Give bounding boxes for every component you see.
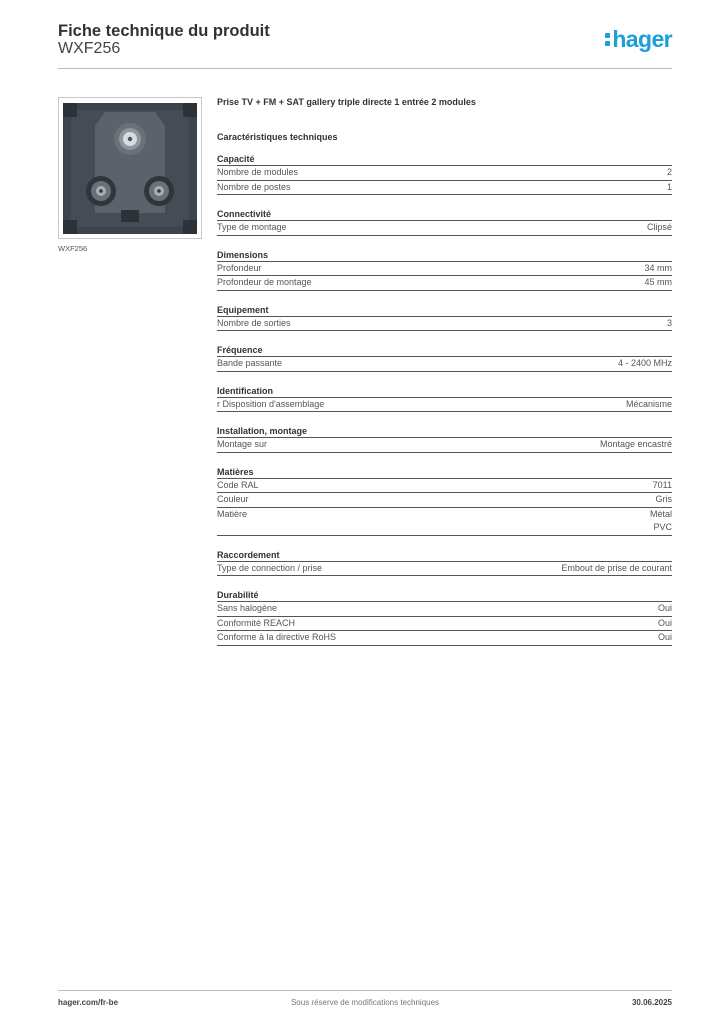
- spec-group-title: Raccordement: [217, 549, 672, 562]
- spec-value: 4 - 2400 MHz: [617, 358, 672, 368]
- spec-group-title: Equipement: [217, 304, 672, 317]
- spec-row: Profondeur de montage 45 mm: [217, 276, 672, 291]
- spec-row: Couleur Gris: [217, 493, 672, 508]
- spec-label: Sans halogène: [217, 603, 278, 613]
- spec-row: r Disposition d'assemblage Mécanisme: [217, 398, 672, 412]
- product-image: [58, 97, 202, 239]
- spec-label: Montage sur: [217, 439, 268, 449]
- logo-colon-icon: [605, 28, 611, 48]
- spec-row: Type de connection / prise Embout de pris…: [217, 562, 672, 576]
- spec-label: Couleur: [217, 494, 249, 504]
- spec-label: Nombre de modules: [217, 167, 299, 177]
- technical-spec: Prise TV + FM + SAT gallery triple direc…: [217, 96, 672, 646]
- spec-value: Embout de prise de courant: [561, 562, 672, 573]
- spec-label: Bande passante: [217, 358, 283, 368]
- spec-value: Oui: [657, 632, 672, 642]
- spec-label: Profondeur: [217, 262, 262, 273]
- logo-text: hager: [612, 26, 672, 52]
- spec-value: 2: [666, 167, 672, 177]
- spec-group-title: Dimensions: [217, 249, 672, 262]
- page-title: Fiche technique du produit: [58, 22, 270, 40]
- spec-label: Type de montage: [217, 222, 287, 232]
- hager-logo: hager: [605, 26, 673, 53]
- spec-value: 1: [666, 181, 672, 192]
- spec-label: Profondeur de montage: [217, 277, 312, 287]
- spec-group-title: Matières: [217, 466, 672, 479]
- spec-row: Matière Métal PVC: [217, 508, 672, 536]
- spec-label: Matière: [217, 508, 248, 519]
- spec-value: Mécanisme: [625, 398, 672, 409]
- spec-group-title: Connectivité: [217, 208, 672, 221]
- spec-row: Conforme à la directive RoHS Oui: [217, 631, 672, 646]
- spec-group-title: Durabilité: [217, 589, 672, 602]
- spec-group-title: Fréquence: [217, 344, 672, 357]
- spec-value: Montage encastré: [599, 439, 672, 449]
- spec-value: 45 mm: [644, 277, 672, 287]
- product-reference: WXF256: [58, 40, 121, 57]
- spec-row: Montage sur Montage encastré: [217, 438, 672, 453]
- spec-value: Gris: [655, 494, 673, 504]
- spec-value: 7011: [652, 479, 672, 490]
- section-title: Caractéristiques techniques: [217, 132, 338, 142]
- spec-row: Nombre de postes 1: [217, 181, 672, 195]
- page-header: Fiche technique du produit WXF256 hager: [58, 20, 673, 69]
- spec-group-title: Capacité: [217, 153, 672, 166]
- spec-group-title: Installation, montage: [217, 425, 672, 438]
- spec-label: Conforme à la directive RoHS: [217, 632, 337, 642]
- spec-row: Type de montage Clipsé: [217, 221, 672, 236]
- product-title: Prise TV + FM + SAT gallery triple direc…: [217, 97, 476, 107]
- spec-value: Oui: [657, 603, 672, 613]
- spec-label: Conformité REACH: [217, 617, 296, 628]
- spec-value: 34 mm: [644, 262, 672, 273]
- spec-value: 3: [666, 317, 672, 328]
- spec-label: r Disposition d'assemblage: [217, 398, 325, 409]
- footer-notice: Sous réserve de modifications techniques: [290, 998, 440, 1007]
- spec-row: Nombre de sorties 3: [217, 317, 672, 331]
- spec-row: Profondeur 34 mm: [217, 262, 672, 276]
- image-caption: WXF256: [58, 244, 88, 253]
- spec-value: Oui: [657, 617, 672, 628]
- spec-row: Code RAL 7011: [217, 479, 672, 493]
- spec-row: Bande passante 4 - 2400 MHz: [217, 357, 672, 372]
- spec-label: Type de connection / prise: [217, 562, 323, 573]
- footer-date: 30.06.2025: [631, 998, 672, 1007]
- spec-value: Clipsé: [646, 222, 672, 232]
- tv-socket-illustration: [63, 103, 197, 234]
- spec-value: Métal PVC: [649, 508, 672, 533]
- spec-label: Nombre de postes: [217, 181, 291, 192]
- page-footer: hager.com/fr-be Sous réserve de modifica…: [58, 990, 672, 1007]
- spec-row: Conformité REACH Oui: [217, 617, 672, 631]
- spec-label: Nombre de sorties: [217, 317, 291, 328]
- spec-label: Code RAL: [217, 479, 259, 490]
- spec-row: Nombre de modules 2: [217, 166, 672, 181]
- spec-group-title: Identification: [217, 385, 672, 398]
- footer-website: hager.com/fr-be: [58, 998, 119, 1007]
- spec-row: Sans halogène Oui: [217, 602, 672, 617]
